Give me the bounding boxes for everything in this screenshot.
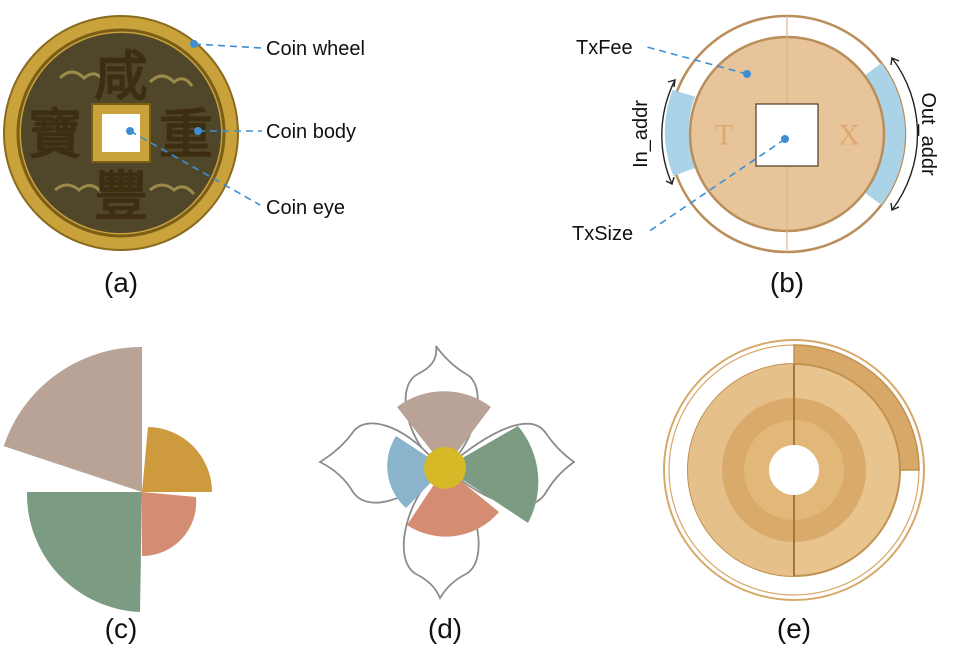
in-addr-arrow-top bbox=[667, 79, 676, 88]
leader-eye bbox=[129, 130, 261, 206]
coin-photo: 咸 寶 重 豐 bbox=[3, 15, 239, 251]
panel-b: T X TxFee TxSize In_addr Out_addr (b) bbox=[572, 14, 939, 298]
label-coin-body: Coin body bbox=[266, 121, 356, 143]
caption-d: (d) bbox=[428, 613, 462, 644]
label-t: T bbox=[715, 119, 733, 152]
label-coin-wheel: Coin wheel bbox=[266, 38, 365, 60]
caption-b: (b) bbox=[770, 267, 804, 298]
cloud-ornament bbox=[148, 74, 194, 87]
caption-a: (a) bbox=[104, 267, 138, 298]
panel-a: 咸 寶 重 豐 Coin wheel Coin body Coin eye (a… bbox=[3, 15, 365, 298]
sector-salmon bbox=[142, 492, 197, 557]
wedge-green bbox=[445, 426, 539, 523]
coin-char-top: 咸 bbox=[94, 44, 148, 108]
cloud-ornament bbox=[54, 183, 103, 194]
caption-e: (e) bbox=[777, 613, 811, 644]
in-addr-arrow-bottom bbox=[665, 176, 675, 186]
wedge-mauve bbox=[397, 391, 491, 468]
panel-d: (d) bbox=[318, 345, 576, 644]
caption-c: (c) bbox=[105, 613, 138, 644]
wedge-salmon bbox=[407, 468, 499, 537]
out-addr-arrow-bottom bbox=[890, 202, 900, 212]
sector-gold bbox=[142, 427, 212, 492]
out-addr-bracket bbox=[891, 57, 919, 211]
center-dot bbox=[424, 447, 466, 489]
center-hole bbox=[769, 445, 819, 495]
sector-green bbox=[26, 492, 142, 612]
leader-txsize bbox=[647, 138, 786, 233]
wedge-blue bbox=[387, 436, 445, 508]
coin-char-left: 寶 bbox=[28, 102, 82, 166]
label-x: X bbox=[838, 119, 860, 152]
label-txfee: TxFee bbox=[576, 37, 633, 59]
cloud-ornament bbox=[149, 183, 196, 195]
in-addr-arc bbox=[664, 89, 696, 176]
panel-e: (e) bbox=[663, 339, 925, 644]
label-out-addr: Out_addr bbox=[917, 92, 939, 176]
label-coin-eye: Coin eye bbox=[266, 197, 345, 219]
leader-txfee bbox=[646, 46, 748, 75]
label-txsize: TxSize bbox=[572, 223, 633, 245]
sector-mauve bbox=[3, 346, 143, 492]
panel-c: (c) bbox=[3, 346, 212, 644]
coin-wheel-inner-edge bbox=[16, 28, 226, 238]
coin-eye-square bbox=[755, 103, 819, 167]
label-in-addr: In_addr bbox=[630, 100, 652, 168]
coin-char-right: 重 bbox=[159, 102, 213, 166]
in-addr-bracket bbox=[661, 79, 676, 185]
out-addr-arrow-top bbox=[890, 56, 900, 66]
leader-wheel bbox=[193, 43, 263, 49]
cloud-ornament bbox=[58, 70, 106, 83]
coin-char-bottom: 豐 bbox=[94, 164, 148, 228]
